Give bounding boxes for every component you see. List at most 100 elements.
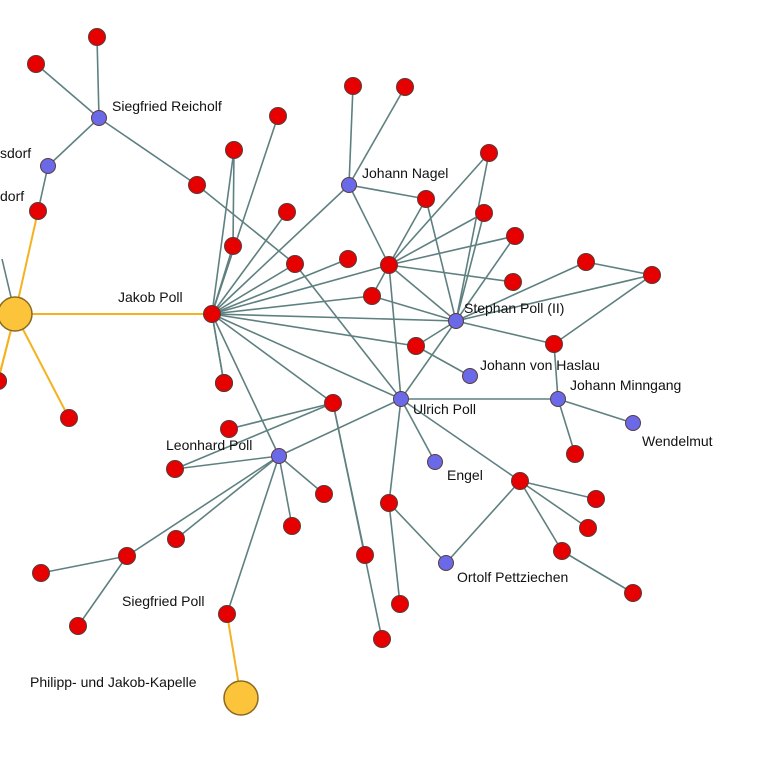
edge-r_l7-r_l8 <box>40 555 128 574</box>
node-r_h3[interactable] <box>0 372 7 390</box>
node-r_n9[interactable] <box>339 250 357 268</box>
node-r_l9[interactable] <box>69 617 87 635</box>
edge-leonhard-r_l5 <box>175 455 280 540</box>
node-reicholf[interactable] <box>91 110 107 126</box>
node-r_n8[interactable] <box>363 287 381 305</box>
node-ulrich[interactable] <box>393 391 409 407</box>
node-label-nagel: Johann Nagel <box>362 165 448 181</box>
node-r_u7[interactable] <box>624 584 642 602</box>
node-label-ulrich: Ulrich Poll <box>413 401 476 417</box>
edge-r_u1-r_u3 <box>388 502 401 605</box>
node-r_l1[interactable] <box>286 255 304 273</box>
node-engel[interactable] <box>427 454 443 470</box>
edge-jakob-r_l1 <box>211 263 296 315</box>
node-r_e2[interactable] <box>643 266 661 284</box>
node-r_l6[interactable] <box>315 485 333 503</box>
node-r_l5[interactable] <box>167 530 185 548</box>
node-r_top1[interactable] <box>88 28 106 46</box>
node-r_n3[interactable] <box>417 190 435 208</box>
node-minngang[interactable] <box>550 391 566 407</box>
edge-r_hub-r_n3 <box>388 198 427 266</box>
node-pettziechen[interactable] <box>438 555 454 571</box>
edge-layer <box>0 36 653 699</box>
edge-r_e1-r_e2 <box>585 261 653 276</box>
node-r_u4[interactable] <box>587 490 605 508</box>
node-r_n5[interactable] <box>475 204 493 222</box>
node-r_n10[interactable] <box>407 337 425 355</box>
node-r_h2[interactable] <box>60 409 78 427</box>
node-label-wendelmut: Wendelmut <box>642 433 713 449</box>
node-r_l7[interactable] <box>118 547 136 565</box>
node-r_u2[interactable] <box>511 472 529 490</box>
edge-reicholf-r_mid1 <box>98 117 198 186</box>
node-r_u6[interactable] <box>553 542 571 560</box>
node-r_n7[interactable] <box>504 273 522 291</box>
node-r_u3[interactable] <box>391 595 409 613</box>
node-nagel[interactable] <box>341 177 357 193</box>
node-r_u9[interactable] <box>373 630 391 648</box>
edge-r_hub-ulrich <box>388 264 402 400</box>
node-r_hub[interactable] <box>380 256 398 274</box>
edge-jakob-r_n10 <box>211 313 417 347</box>
node-r_n1[interactable] <box>344 77 362 95</box>
node-r_u5[interactable] <box>579 519 597 537</box>
node-r_e1[interactable] <box>577 253 595 271</box>
node-sdorf[interactable] <box>40 158 56 174</box>
node-r_j1[interactable] <box>215 374 233 392</box>
node-r_n6[interactable] <box>506 227 524 245</box>
node-kapelle[interactable] <box>223 680 259 716</box>
node-r_h1[interactable] <box>566 445 584 463</box>
node-label-engel: Engel <box>447 467 483 483</box>
edge-r_n3-stephan <box>425 198 457 322</box>
node-label-siegfried: Siegfried Poll <box>122 593 205 609</box>
node-r_c2[interactable] <box>224 237 242 255</box>
node-dorf[interactable] <box>29 202 47 220</box>
edge-jakob-ulrich <box>211 313 402 400</box>
node-r_l2[interactable] <box>220 420 238 438</box>
node-label-kapelle: Philipp- und Jakob-Kapelle <box>30 674 197 690</box>
edge-nagel-jakob <box>211 184 350 315</box>
node-r_n2[interactable] <box>396 78 414 96</box>
edge-ulrich-r_u2 <box>400 398 521 482</box>
node-haslau[interactable] <box>462 368 478 384</box>
node-r_c4[interactable] <box>278 203 296 221</box>
edge-r_n5-stephan <box>455 212 485 322</box>
node-r_l8[interactable] <box>32 564 50 582</box>
node-r_n4[interactable] <box>480 144 498 162</box>
node-r_mid1[interactable] <box>188 176 206 194</box>
node-r_l4[interactable] <box>283 517 301 535</box>
node-label-dorf: dorf <box>0 188 24 204</box>
node-wendelmut[interactable] <box>625 415 641 431</box>
node-r_u1[interactable] <box>380 494 398 512</box>
node-label-stephan: Stephan Poll (II) <box>464 300 564 316</box>
edge-nagel-r_hub <box>348 184 390 266</box>
node-r_c1[interactable] <box>225 141 243 159</box>
node-leonhard[interactable] <box>271 448 287 464</box>
edge-r_e3-minngang <box>553 343 559 400</box>
node-r_e3[interactable] <box>545 335 563 353</box>
edge-r_hub-r_n7 <box>388 264 514 283</box>
edge-r_l1-ulrich <box>294 263 402 400</box>
node-layer <box>0 28 661 716</box>
node-r_l3[interactable] <box>166 460 184 478</box>
node-r_top2[interactable] <box>27 55 45 73</box>
node-jakob[interactable] <box>203 305 221 323</box>
edge-r_n10-haslau <box>415 345 471 377</box>
node-stephan[interactable] <box>448 313 464 329</box>
edge-stephan-r_e3 <box>455 320 555 345</box>
node-label-haslau: Johann von Haslau <box>480 357 600 373</box>
edge-r_hub-r_n6 <box>388 235 516 266</box>
edge-reicholf-sdorf <box>47 117 100 167</box>
edge-r_n8-stephan <box>371 295 457 322</box>
node-r_u8[interactable] <box>356 546 374 564</box>
node-hub[interactable] <box>0 296 33 332</box>
node-siegfried[interactable] <box>218 605 236 623</box>
node-r_n11[interactable] <box>324 394 342 412</box>
node-label-pettziechen: Ortolf Pettziechen <box>457 569 568 585</box>
edge-leonhard-r_l7 <box>126 455 280 557</box>
edge-reicholf-r_top2 <box>35 63 100 119</box>
edge-r_u2-pettziechen <box>445 480 521 564</box>
node-r_c3[interactable] <box>269 107 287 125</box>
edge-jakob-stephan <box>211 313 457 322</box>
